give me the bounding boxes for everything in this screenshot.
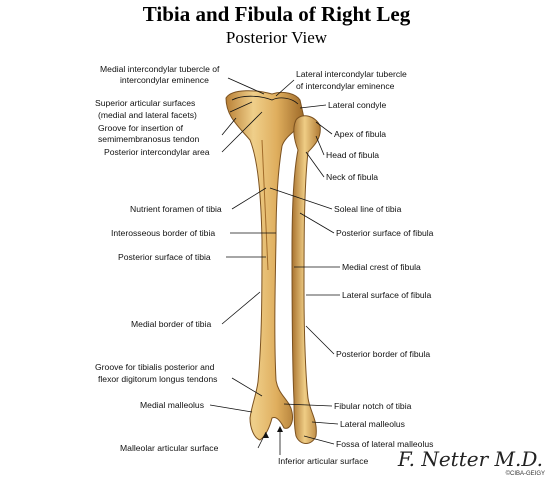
- label-lateral-intercondylar-tubercle: Lateral intercondylar tubercle: [296, 69, 407, 79]
- label-medial-intercondylar-tubercle: Medial intercondylar tubercle of: [100, 64, 220, 74]
- leader-neck-fibula: [305, 151, 325, 178]
- page-subtitle: Posterior View: [225, 28, 328, 47]
- label-lateral-malleolus: Lateral malleolus: [340, 419, 405, 429]
- label-medial-border: Medial border of tibia: [131, 319, 211, 329]
- label-posterior-surface-tibia: Posterior surface of tibia: [118, 252, 211, 262]
- leader-lateral-tubercle: [275, 79, 295, 97]
- label-groove-semimembranosus: Groove for insertion of: [98, 123, 184, 133]
- arrow-inferior: [277, 426, 283, 432]
- leader-lateral-condyle: [299, 104, 327, 109]
- label-fossa-lateral-malleolus: Fossa of lateral malleolus: [336, 439, 433, 449]
- label-semimembranosus-tendon: semimembranosus tendon: [98, 134, 199, 144]
- copyright-mark: ©CIBA-GEIGY: [505, 471, 545, 477]
- leader-head-fibula: [315, 135, 325, 156]
- label-interosseous-border: Interosseous border of tibia: [111, 228, 215, 238]
- tibia-shaft-ridge: [261, 139, 269, 271]
- page-title: Tibia and Fibula of Right Leg: [142, 2, 411, 26]
- leader-lateral-malleolus: [311, 421, 339, 425]
- leader-medial-tubercle: [227, 77, 265, 95]
- label-apex-fibula: Apex of fibula: [334, 129, 386, 139]
- label-head-fibula: Head of fibula: [326, 150, 379, 160]
- leader-posterior-surface-fibula: [299, 212, 335, 234]
- leader-soleal-line: [269, 187, 333, 210]
- label-flexor-digitorum: flexor digitorum longus tendons: [98, 374, 217, 384]
- label-soleal-line: Soleal line of tibia: [334, 204, 402, 214]
- label-malleolar-articular-surface: Malleolar articular surface: [120, 443, 219, 453]
- leader-malleolar-surface: [257, 431, 267, 449]
- label-posterior-intercondylar-area: Posterior intercondylar area: [104, 147, 210, 157]
- label-fibular-notch: Fibular notch of tibia: [334, 401, 412, 411]
- leader-articular-surfaces: [229, 101, 253, 113]
- label-medial-lateral-facets: (medial and lateral facets): [98, 110, 197, 120]
- leader-apex-fibula: [315, 121, 333, 135]
- label-intercondylar-eminence: intercondylar eminence: [120, 75, 209, 85]
- label-of-intercondylar-eminence: of intercondylar eminence: [296, 81, 395, 91]
- label-posterior-surface-fibula: Posterior surface of fibula: [336, 228, 434, 238]
- leader-fossa: [303, 435, 335, 445]
- artist-signature: F. Netter M.D.: [397, 447, 543, 471]
- label-medial-crest-fibula: Medial crest of fibula: [342, 262, 421, 272]
- leader-fibular-notch: [283, 403, 333, 407]
- leader-medial-malleolus: [209, 404, 253, 413]
- arrow-malleolar: [263, 432, 269, 438]
- label-lateral-surface-fibula: Lateral surface of fibula: [342, 290, 432, 300]
- label-neck-fibula: Neck of fibula: [326, 172, 378, 182]
- leader-nutrient-foramen: [231, 187, 267, 210]
- label-medial-malleolus: Medial malleolus: [140, 400, 204, 410]
- leader-posterior-border: [305, 325, 335, 355]
- tibia-condyle-detail: [231, 95, 299, 105]
- label-superior-articular-surfaces: Superior articular surfaces: [95, 98, 195, 108]
- leader-groove: [221, 117, 237, 136]
- label-posterior-border-fibula: Posterior border of fibula: [336, 349, 430, 359]
- leader-medial-border: [221, 291, 261, 325]
- label-inferior-articular-surface: Inferior articular surface: [278, 456, 368, 466]
- leader-groove-tibialis: [231, 377, 263, 397]
- label-nutrient-foramen: Nutrient foramen of tibia: [130, 204, 222, 214]
- label-lateral-condyle: Lateral condyle: [328, 100, 387, 110]
- label-groove-tibialis: Groove for tibialis posterior and: [95, 362, 215, 372]
- leader-intercondylar-area: [221, 111, 263, 153]
